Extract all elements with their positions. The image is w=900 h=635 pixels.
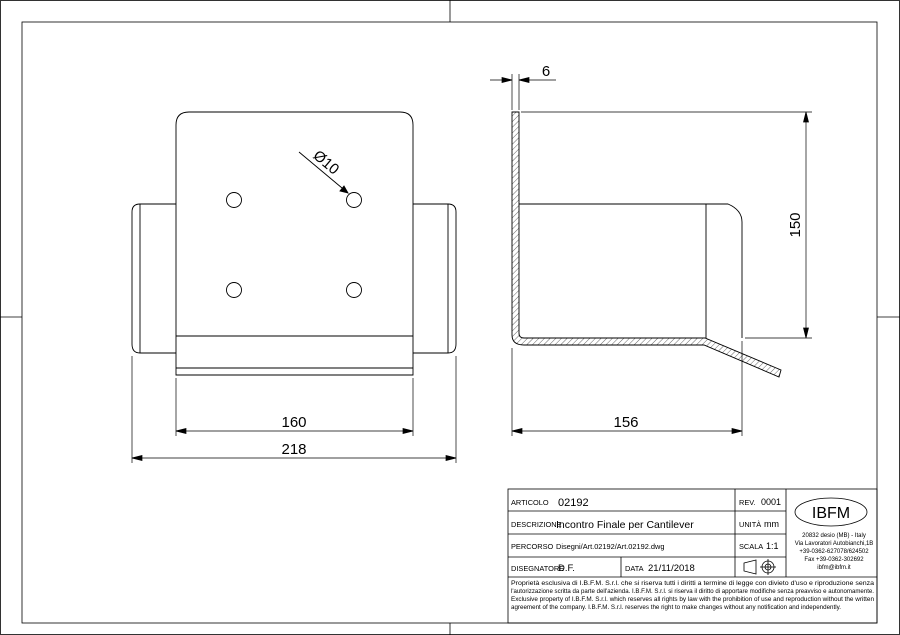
right-roller bbox=[413, 203, 457, 354]
disegnatore-label: DISEGNATORE bbox=[511, 564, 564, 573]
rev-label: REV. bbox=[739, 498, 756, 507]
projection-symbol-icon bbox=[743, 559, 776, 575]
title-block-text: ARTICOLO 02192 DESCRIZIONE Incontro Fina… bbox=[511, 497, 875, 611]
mounting-hole bbox=[226, 192, 242, 208]
rev-value: 0001 bbox=[761, 497, 781, 507]
company-email: ibfm@ibfm.it bbox=[817, 565, 851, 571]
descrizione-label: DESCRIZIONE bbox=[511, 520, 562, 529]
side-roller bbox=[519, 203, 743, 338]
unita-value: mm bbox=[764, 519, 779, 529]
percorso-value: Disegni/Art.02192/Art.02192.dwg bbox=[556, 542, 664, 551]
plate-width-label: 160 bbox=[281, 414, 306, 431]
data-label: DATA bbox=[625, 564, 644, 573]
front-view bbox=[131, 111, 457, 376]
notice-line: Proprietà esclusiva di I.B.F.M. S.r.l. c… bbox=[511, 581, 875, 587]
overall-width-label: 218 bbox=[281, 441, 306, 458]
articolo-value: 02192 bbox=[558, 497, 589, 509]
title-block bbox=[507, 488, 878, 624]
company-logo bbox=[794, 497, 868, 527]
disegnatore-value: D.F. bbox=[558, 563, 575, 574]
articolo-label: ARTICOLO bbox=[511, 498, 549, 507]
mounting-hole bbox=[226, 282, 242, 298]
scala-value: 1:1 bbox=[766, 541, 779, 551]
side-dimensions bbox=[490, 74, 812, 436]
front-dimensions bbox=[131, 356, 457, 463]
company-logo-text: IBFM bbox=[812, 505, 850, 522]
data-value: 21/11/2018 bbox=[648, 563, 695, 574]
company-phone: +39-0362-627078/624502 bbox=[799, 549, 869, 555]
descrizione-value: Incontro Finale per Cantilever bbox=[556, 519, 694, 531]
scala-label: SCALA bbox=[739, 542, 763, 551]
mounting-hole bbox=[346, 282, 362, 298]
unita-label: UNITÀ bbox=[739, 520, 761, 529]
height-label: 150 bbox=[787, 212, 804, 237]
notice-line: l'autorizzazione scritta da parte dell'a… bbox=[511, 589, 874, 595]
notice-line: agreement of the company. I.B.F.M. S.r.l… bbox=[511, 605, 841, 611]
depth-label: 156 bbox=[613, 414, 638, 431]
company-fax: Fax +39-0362-302692 bbox=[804, 557, 864, 563]
side-view bbox=[511, 111, 782, 378]
mounting-hole bbox=[346, 192, 362, 208]
thickness-label: 6 bbox=[542, 63, 550, 80]
company-address-2: Via Lavoratori Autobianchi,1B bbox=[795, 541, 874, 547]
l-profile-section bbox=[511, 111, 782, 378]
percorso-label: PERCORSO bbox=[511, 542, 554, 551]
notice-line: Exclusive property of I.B.F.M. S.r.l. wh… bbox=[511, 597, 874, 603]
front-plate bbox=[175, 111, 414, 376]
hole-leader bbox=[298, 151, 349, 194]
left-roller bbox=[131, 203, 176, 354]
company-address-1: 20832 desio (MB) - Italy bbox=[802, 533, 866, 539]
